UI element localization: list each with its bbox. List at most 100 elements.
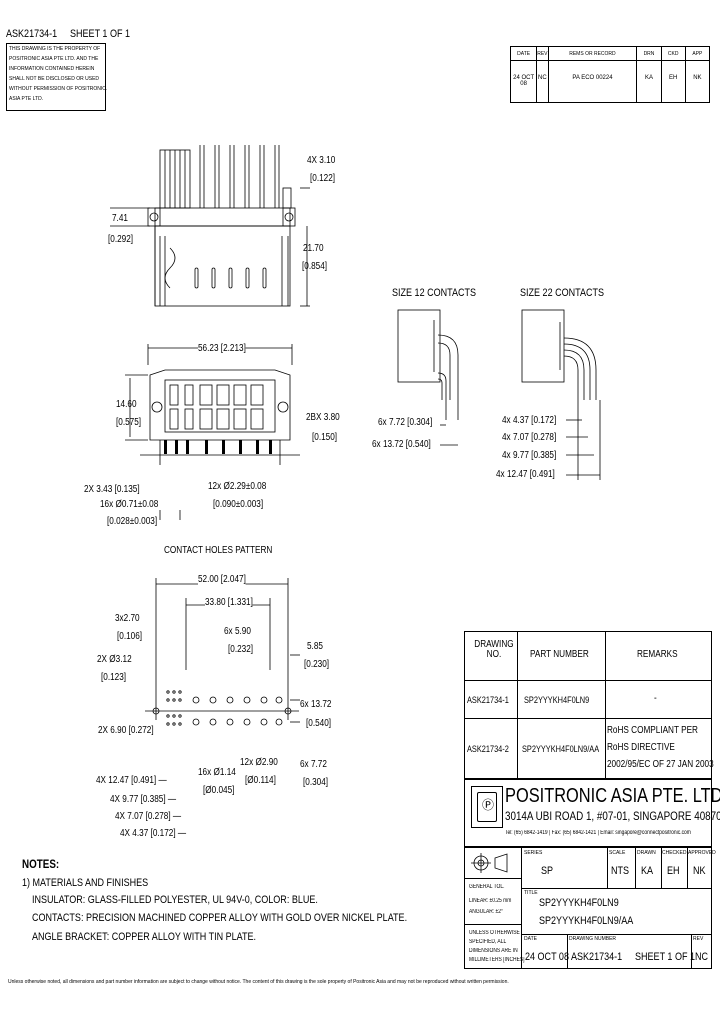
pattern-dim-12x-2-90: 12x Ø2.90 (240, 757, 278, 768)
pattern-title: CONTACT HOLES PATTERN (164, 545, 273, 556)
dim-4x-3-10: 4X 3.10 (307, 155, 336, 166)
rev-app: NK (684, 60, 711, 103)
company-address: 3014A UBI ROAD 1, #07-01, SINGAPORE 4087… (505, 809, 720, 823)
dim-21-70-in: [0.854] (302, 261, 328, 272)
dwgno-value: ASK21734-1 (571, 951, 623, 963)
date-label: DATE (524, 936, 537, 942)
dim-12x-2-29: 12x Ø2.29±0.08 (208, 481, 267, 492)
dim-2x-3-43: 2X 3.43 [0.135] (84, 484, 140, 495)
size22-title: SIZE 22 CONTACTS (520, 287, 605, 299)
pattern-dim-5-85: 5.85 (307, 641, 323, 652)
note-insulator: INSULATOR: GLASS-FILLED POLYESTER, UL 94… (32, 894, 318, 906)
dwgno-label: DRAWING NUMBER (569, 936, 617, 942)
company-contact: Tel: (65) 6842-1419 | Fax: (65) 6842-142… (505, 830, 691, 836)
dim-7-41: 7.41 (112, 213, 128, 224)
parts-row2-dwg: ASK21734-2 (467, 744, 509, 754)
unless-line-2: SPECIFIED, ALL (469, 939, 507, 945)
front-view-contacts (164, 384, 272, 454)
proprietary-line: ASIA PTE LTD. (9, 96, 44, 102)
pattern-dim-6x-5-90: 6x 5.90 (224, 626, 251, 637)
third-angle-projection-icon (471, 853, 508, 873)
parts-row1-pn: SP2YYYKH4F0LN9 (524, 695, 590, 705)
footer-disclaimer: Unless otherwise noted, all dimensions a… (8, 979, 509, 985)
note-1: 1) MATERIALS AND FINISHES (22, 877, 149, 889)
front-view-connector (125, 344, 300, 520)
size22-dim-4: 4x 12.47 [0.491] (496, 469, 555, 480)
rev-record: PA ECO 00224 (547, 60, 638, 103)
checked-label: CHECKED (662, 850, 687, 856)
dim-7-41-in: [0.292] (108, 234, 134, 245)
scale-label: SCALE (609, 850, 626, 856)
pattern-dim-33: 33.80 [1.331] (205, 597, 253, 608)
general-tol: GENERAL TOL. (469, 884, 505, 890)
size22-contact-drawing (521, 309, 601, 480)
size22-dim-2: 4x 7.07 [0.278] (502, 432, 557, 443)
dim-14-60: 14.60 (116, 399, 137, 410)
size12-contact-drawing (397, 309, 459, 446)
pattern-dim-6x-13-72-in: [0.540] (306, 718, 332, 729)
parts-row1-remarks: - (654, 693, 657, 704)
parts-col-part-number: PART NUMBER (530, 649, 589, 660)
dim-28x-3-80-in: [0.150] (312, 432, 338, 443)
projection-symbol-cell (465, 848, 522, 879)
rev-rev: NC (536, 60, 549, 103)
rev-drn: KA (636, 60, 662, 103)
tol-angular: ANGULAR: ±2° (469, 909, 503, 915)
pattern-dim-4x-4-37: 4X 4.37 [0.172] — (120, 828, 187, 839)
pattern-dim-16x-1-14: 16x Ø1.14 (198, 767, 236, 778)
pattern-dim-3x2-70-in: [0.106] (117, 631, 143, 642)
dim-16x-0-71: 16x Ø0.71±0.08 (100, 499, 159, 510)
pattern-dim-12x-2-90-in: [Ø0.114] (245, 775, 276, 786)
parts-table: DRAWING NO. PART NUMBER REMARKS ASK21734… (464, 631, 714, 779)
unless-line-3: DIMENSIONS ARE IN (469, 948, 518, 954)
size12-dim-2: 6x 13.72 [0.540] (372, 439, 431, 450)
size22-dim-1: 4x 4.37 [0.172] (502, 415, 557, 426)
pattern-dim-6x-5-90-in: [0.232] (228, 644, 254, 655)
rev-label: REV (693, 936, 704, 942)
approved-value: NK (693, 865, 706, 877)
drawn-value: KA (641, 865, 654, 877)
approved-label: APPROVED (688, 850, 716, 856)
parts-row2-pn: SP2YYYKH4F0LN9/AA (522, 744, 600, 754)
notes-title: NOTES: (22, 857, 60, 871)
series-label: SERIES (524, 850, 543, 856)
parts-row2-remarks-1: RoHS COMPLIANT PER (607, 725, 698, 736)
unless-line-4: MILLIMETERS [INCHES] (469, 957, 525, 963)
drawn-label: DRAWN (637, 850, 656, 856)
proprietary-line: SHALL NOT BE DISCLOSED OR USED (9, 76, 100, 82)
doc-number-header: ASK21734-1 (6, 28, 58, 40)
proprietary-note-box: THIS DRAWING IS THE PROPERTY OF POSITRON… (6, 43, 108, 111)
proprietary-line: WITHOUT PERMISSION OF POSITRONIC. (9, 86, 108, 92)
dim-14-60-in: [0.575] (116, 417, 142, 428)
proprietary-line: THIS DRAWING IS THE PROPERTY OF (9, 46, 101, 52)
parts-col-drawing-no: DRAWING NO. (474, 639, 514, 660)
scale-value: NTS (611, 865, 630, 877)
pattern-dim-2x-3-12-in: [0.123] (101, 672, 127, 683)
date-value: 24 OCT 08 (525, 951, 569, 963)
pattern-dim-4x-9-77: 4X 9.77 [0.385] — (110, 794, 177, 805)
rev-value: NC (695, 951, 709, 963)
tol-linear: LINEAR: ±0.25 mm (469, 898, 512, 904)
pattern-dim-6x-7-72: 6x 7.72 (300, 759, 327, 770)
dim-28x-3-80: 2BX 3.80 (306, 412, 340, 423)
size12-dim-1: 6x 7.72 [0.304] (378, 417, 433, 428)
parts-col-remarks: REMARKS (637, 649, 678, 660)
pattern-dim-3x2-70: 3x2.70 (115, 613, 140, 624)
unless-line-1: UNLESS OTHERWISE (469, 930, 520, 936)
dim-21-70: 21.70 (303, 243, 324, 254)
series-value: SP (541, 865, 554, 877)
company-name: POSITRONIC ASIA PTE. LTD. (505, 785, 720, 807)
pattern-dim-52: 52.00 [2.047] (198, 574, 246, 585)
company-logo-glyph: Ⓟ (482, 798, 495, 812)
dim-16x-0-71-in: [0.028±0.003] (107, 516, 158, 527)
dim-56-23: 56.23 [2.213] (198, 343, 246, 354)
note-angle-bracket: ANGLE BRACKET: COPPER ALLOY WITH TIN PLA… (32, 931, 257, 943)
parts-row1-dwg: ASK21734-1 (467, 695, 509, 705)
side-view-connector (110, 145, 310, 307)
parts-row2-remarks-2: RoHS DIRECTIVE (607, 742, 675, 753)
pattern-dim-2x-6-90: 2X 6.90 [0.272] (98, 725, 154, 736)
dim-4x-3-10-in: [0.122] (310, 173, 336, 184)
note-contacts: CONTACTS: PRECISION MACHINED COPPER ALLO… (32, 912, 408, 924)
company-block: Ⓟ POSITRONIC ASIA PTE. LTD. 3014A UBI RO… (464, 779, 720, 847)
pattern-dim-6x-13-72: 6x 13.72 (300, 699, 332, 710)
